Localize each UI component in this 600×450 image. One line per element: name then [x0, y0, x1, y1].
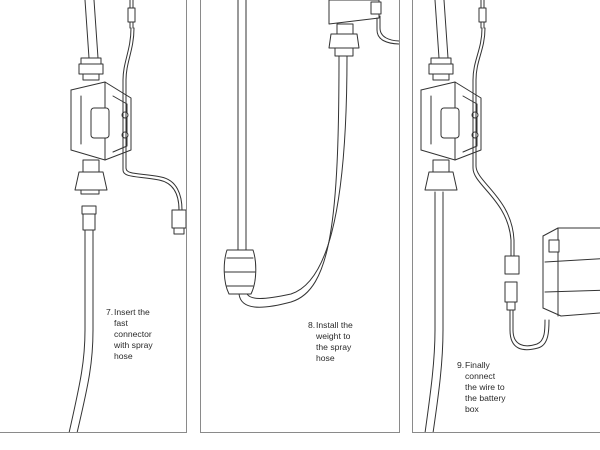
- step-8-illustration: [223, 0, 399, 308]
- step-8-text: Install the weight to the spray hose: [316, 320, 353, 363]
- step-7-text: Insert the fast connector with spray hos…: [114, 307, 153, 361]
- step-9-illustration: [420, 0, 600, 432]
- step-8-number: 8.: [308, 320, 316, 330]
- step-8-panel: 8. Install the weight to the spray hose: [200, 0, 400, 433]
- step-7-panel: 7. Insert the fast connector with spray …: [0, 0, 187, 433]
- step-8-caption: 8. Install the weight to the spray hose: [308, 320, 378, 364]
- step-9-panel: 9. Finally connect the wire to the batte…: [412, 0, 600, 433]
- bottom-margin: [0, 433, 600, 450]
- step-7-caption: 7. Insert the fast connector with spray …: [106, 307, 176, 362]
- step-9-caption: 9. Finally connect the wire to the batte…: [457, 360, 527, 415]
- step-9-text: Finally connect the wire to the battery …: [465, 360, 506, 414]
- step-7-illustration: [68, 0, 186, 432]
- step-7-number: 7.: [106, 307, 114, 317]
- step-9-number: 9.: [457, 360, 465, 370]
